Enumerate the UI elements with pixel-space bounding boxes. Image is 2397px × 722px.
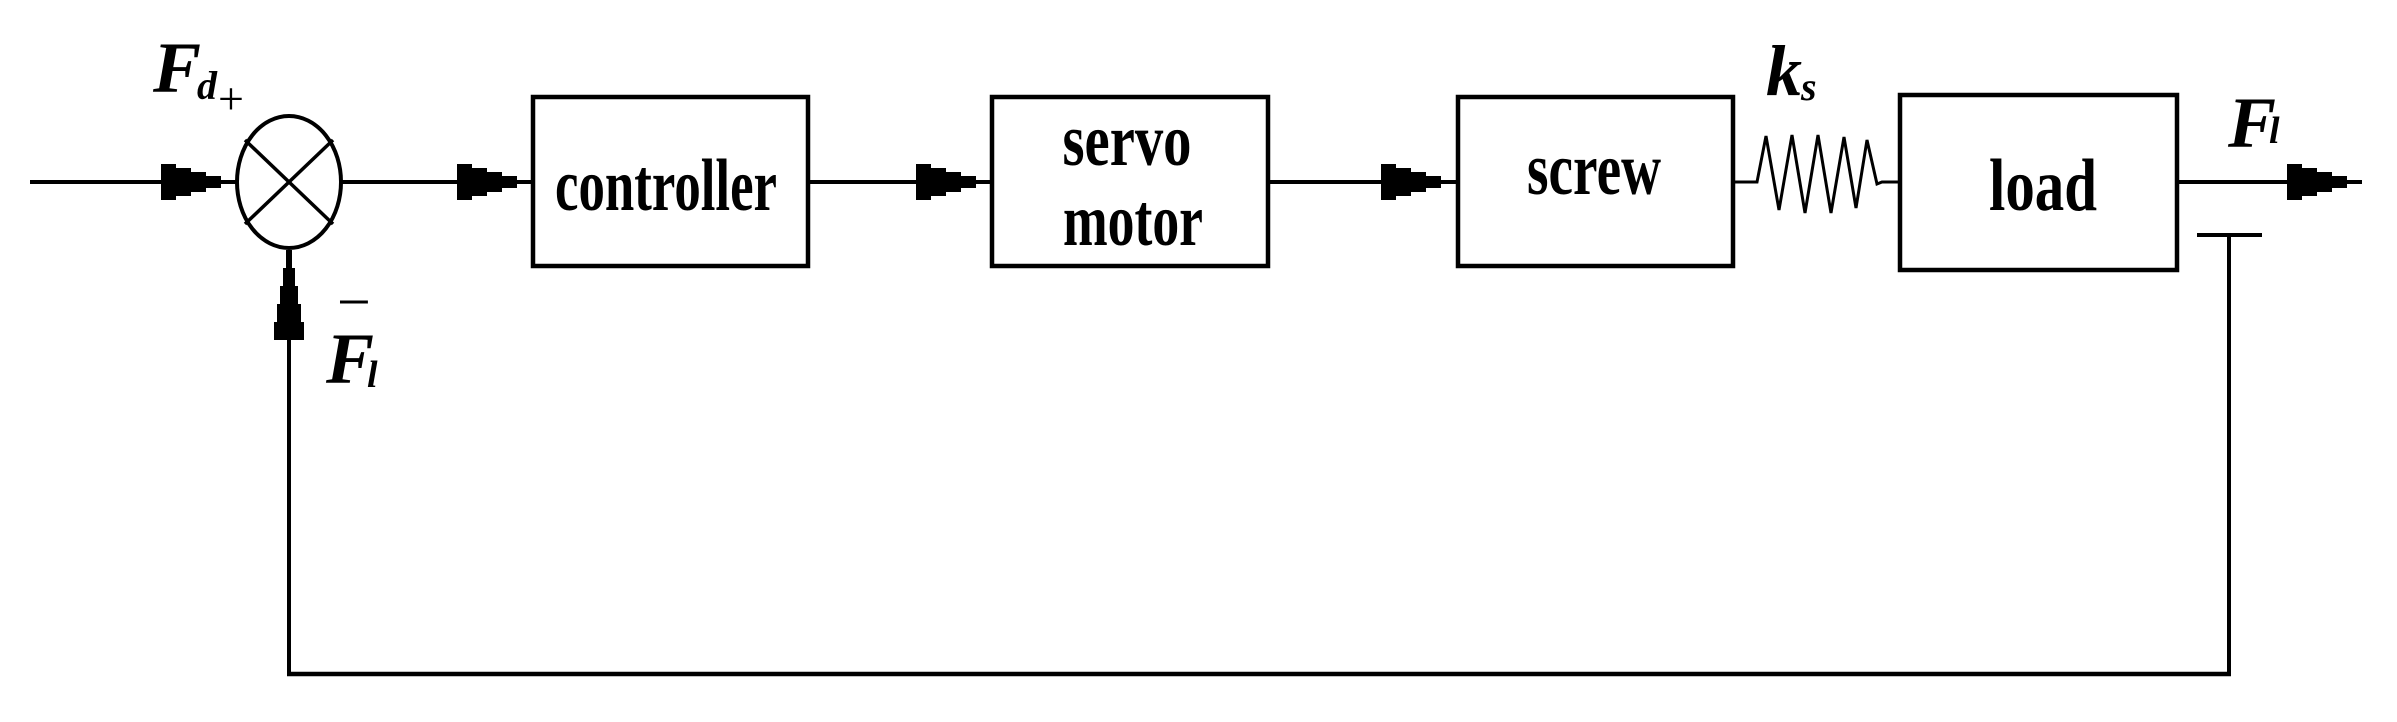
plus-sign: + bbox=[218, 73, 244, 124]
feedback-arrowhead-icon bbox=[274, 250, 304, 340]
output-force-label: F bbox=[2227, 83, 2276, 163]
feedback-force-label: F bbox=[325, 319, 374, 399]
servo-motor-label-line2: motor bbox=[1063, 180, 1203, 262]
feedback-force-subscript: l bbox=[367, 354, 378, 396]
controller-arrowhead-icon bbox=[457, 164, 532, 200]
spring-icon bbox=[1733, 134, 1900, 214]
controller-block bbox=[530, 94, 811, 269]
spring-stiffness-label: k bbox=[1766, 31, 1802, 111]
screw-block bbox=[1455, 94, 1736, 269]
input-arrowhead-icon bbox=[161, 164, 236, 200]
spring-stiffness-subscript: s bbox=[1800, 64, 1817, 109]
summing-junction-cross-line-2 bbox=[243, 138, 335, 226]
input-force-label: F bbox=[152, 28, 201, 108]
input-force-subscript: d bbox=[197, 63, 218, 108]
load-block bbox=[1897, 92, 2180, 273]
servo-motor-block bbox=[989, 94, 1271, 269]
load-block-label: load bbox=[1989, 145, 2097, 227]
screw-block-label: screw bbox=[1527, 129, 1661, 211]
controller-block-label: controller bbox=[555, 145, 777, 227]
feedback-minus-overbar: − bbox=[337, 269, 371, 335]
output-force-subscript: l bbox=[2269, 110, 2280, 152]
servo-arrowhead-icon bbox=[916, 164, 991, 200]
screw-arrowhead-icon bbox=[1381, 164, 1456, 200]
servo-motor-label-line1: servo bbox=[1063, 100, 1192, 182]
output-arrowhead-icon bbox=[2287, 164, 2362, 200]
